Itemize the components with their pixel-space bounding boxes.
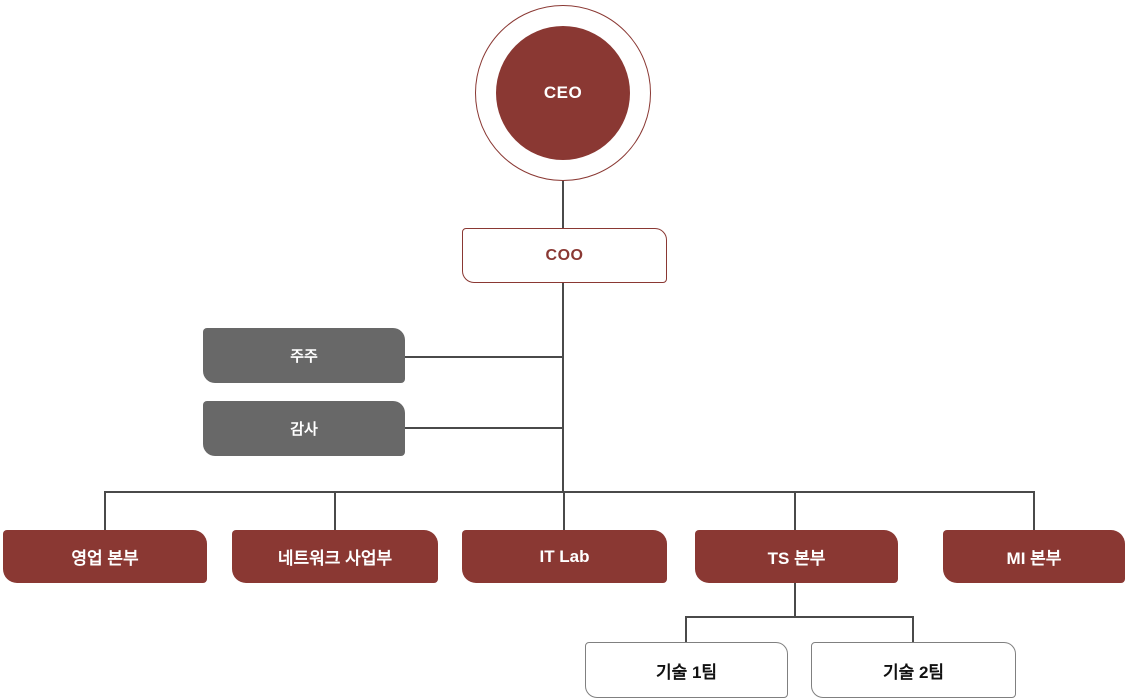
node-network-division: 네트워크 사업부 <box>232 530 438 583</box>
node-tech-team-2: 기술 2팀 <box>811 642 1016 698</box>
node-it-lab: IT Lab <box>462 530 667 583</box>
connector-ceo-coo <box>562 181 564 229</box>
node-shareholders: 주주 <box>203 328 405 383</box>
connector-drop-itlab <box>563 491 565 531</box>
node-mi-division-label: MI 본부 <box>1006 549 1062 568</box>
connector-drop-sales <box>104 491 106 531</box>
connector-drop-network <box>334 491 336 531</box>
node-audit-label: 감사 <box>290 421 318 438</box>
node-ceo-label: CEO <box>543 83 583 102</box>
node-network-division-label: 네트워크 사업부 <box>277 549 393 568</box>
connector-shareholders <box>405 356 563 358</box>
connector-drop-team1 <box>685 616 687 643</box>
node-coo: COO <box>462 228 667 283</box>
node-mi-division: MI 본부 <box>943 530 1125 583</box>
connector-drop-ts <box>794 491 796 531</box>
node-tech-team-2-label: 기술 2팀 <box>882 662 945 682</box>
connector-ts-trunk <box>794 583 796 618</box>
connector-coo-trunk <box>562 283 564 492</box>
node-ts-division-label: TS 본부 <box>767 549 826 568</box>
node-shareholders-label: 주주 <box>290 348 318 365</box>
connector-drop-team2 <box>912 616 914 643</box>
node-sales-division-label: 영업 본부 <box>71 549 139 568</box>
node-tech-team-1-label: 기술 1팀 <box>655 662 718 682</box>
node-it-lab-label: IT Lab <box>539 546 590 566</box>
node-ts-division: TS 본부 <box>695 530 898 583</box>
connector-teams-horizontal <box>685 616 914 618</box>
node-tech-team-1: 기술 1팀 <box>585 642 788 698</box>
connector-departments-horizontal <box>104 491 1035 493</box>
connector-audit <box>405 427 563 429</box>
node-ceo: CEO <box>496 26 630 160</box>
connector-drop-mi <box>1033 491 1035 531</box>
node-audit: 감사 <box>203 401 405 456</box>
node-coo-label: COO <box>545 246 584 264</box>
node-sales-division: 영업 본부 <box>3 530 207 583</box>
